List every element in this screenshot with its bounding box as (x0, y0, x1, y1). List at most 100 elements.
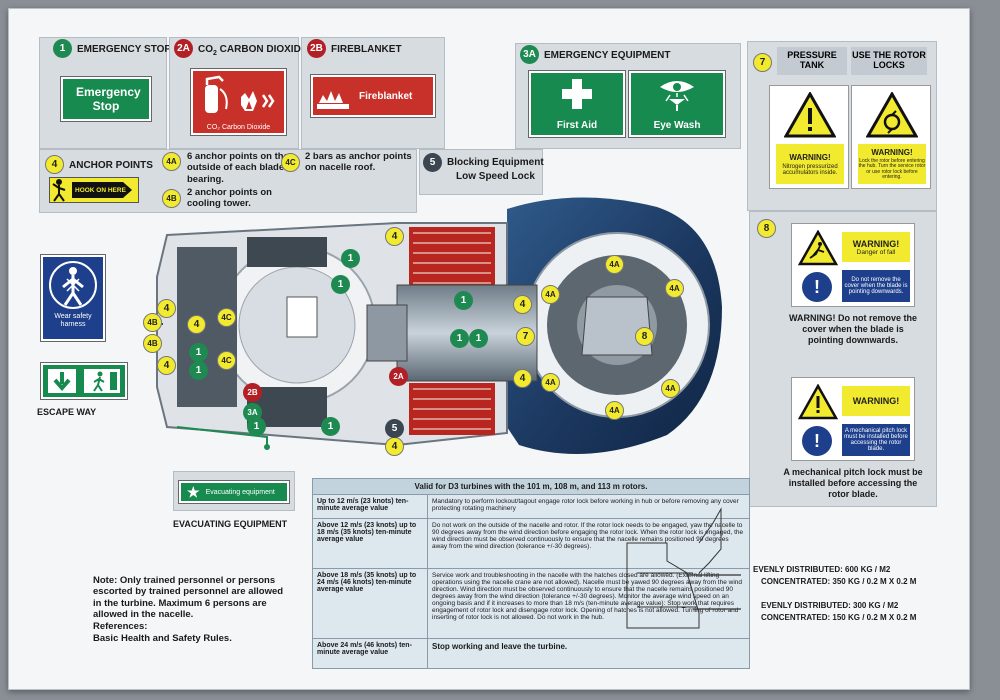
diagram-badge-4: 4 (385, 227, 404, 246)
first-aid-cross-icon (562, 79, 592, 109)
fireblanket-title: FIREBLANKET (331, 44, 402, 55)
table-row: Above 18 m/s (35 knots) up to 24 m/s (46… (312, 568, 750, 639)
diagram-badge-4: 4 (157, 299, 176, 318)
badge-2a: 2A (174, 39, 193, 58)
diagram-badge-4: 4 (513, 295, 532, 314)
load-lower-concentrated: CONCENTRATED: 150 KG / 0.2 M X 0.2 M (761, 613, 917, 622)
anchor-points-title: ANCHOR POINTS (69, 160, 153, 171)
diagram-badge-3a: 3A (243, 403, 262, 422)
badge-8: 8 (757, 219, 776, 238)
eye-wash-icon (660, 81, 694, 111)
climber-icon (52, 179, 66, 202)
badge-4: 4 (45, 155, 64, 174)
badge-1: 1 (53, 39, 72, 58)
table-row: Above 12 m/s (23 knots) up to 18 m/s (35… (312, 518, 750, 569)
harness-icon (62, 267, 84, 306)
pitch-lock-warning-sign: WARNING! ! A mechanical pitch lock must … (791, 377, 915, 461)
rotating-hazard-icon (866, 92, 918, 138)
fireblanket-sign: Fireblanket (310, 74, 436, 118)
eye-wash-sign: Eye Wash (628, 70, 726, 138)
section8-caption-1: WARNING! Do not remove the cover when th… (788, 313, 917, 345)
wind-speed-table: Valid for D3 turbines with the 101 m, 10… (312, 478, 750, 669)
star-icon: ★ (187, 483, 200, 500)
badge-4a: 4A (162, 152, 181, 171)
badge-4c: 4C (281, 153, 300, 172)
load-upper-concentrated: CONCENTRATED: 350 KG / 0.2 M X 0.2 M (761, 577, 917, 586)
diagram-badge-2b: 2B (243, 383, 262, 402)
evacuating-equipment-sign: ★ Evacuating equipment (178, 480, 290, 504)
pitch-lock-warning-title: WARNING! (842, 386, 910, 416)
rotor-locks-warning-label: WARNING! Lock the rotor before entering … (858, 144, 926, 184)
diagram-badge-1: 1 (321, 417, 340, 436)
diagram-badge-1: 1 (341, 249, 360, 268)
escape-way-label: ESCAPE WAY (37, 407, 97, 417)
pressure-tank-warning-label: WARNING! Nitrogen pressurized accumulato… (776, 144, 844, 184)
diagram-badge-7: 7 (516, 327, 535, 346)
fall-warning-sign: WARNING! Danger of fall ! Do not remove … (791, 223, 915, 307)
wind-table-title: Valid for D3 turbines with the 101 m, 10… (312, 478, 750, 495)
diagram-badge-1: 1 (331, 275, 350, 294)
anchor-4b-text: 2 anchor points on cooling tower. (187, 187, 272, 210)
diagram-badge-1: 1 (189, 361, 208, 380)
floor-load-diagram (626, 507, 741, 629)
safety-harness-sign: Wear safety harness (40, 254, 106, 342)
diagram-badge-2a: 2A (389, 367, 408, 386)
safety-poster: 1 EMERGENCY STOP Emergency Stop 2A CO2 C… (8, 8, 970, 690)
mandatory-icon: ! (802, 272, 832, 302)
diagram-badge-5: 5 (385, 419, 404, 438)
emergency-stop-sign: Emergency Stop (60, 76, 152, 122)
diagram-badge-4b: 4B (143, 313, 162, 332)
references-text: Basic Health and Safety Rules. (93, 633, 232, 644)
diagram-badge-4: 4 (157, 356, 176, 375)
pressure-tank-title: PRESSURE TANK (777, 47, 847, 75)
personnel-note: Note: Only trained personnel or persons … (93, 575, 284, 621)
anchor-4c-text: 2 bars as anchor points on nacelle roof. (305, 151, 412, 174)
table-row: Above 24 m/s (46 knots) ten-minute avera… (312, 638, 750, 669)
anchor-4a-text: 6 anchor points on the outside of each b… (187, 151, 289, 185)
diagram-badge-4a: 4A (661, 379, 680, 398)
diagram-badge-8: 8 (635, 327, 654, 346)
diagram-badge-1: 1 (450, 329, 469, 348)
diagram-badge-1: 1 (189, 343, 208, 362)
diagram-badge-4: 4 (385, 437, 404, 456)
diagram-badge-4a: 4A (605, 255, 624, 274)
badge-4b: 4B (162, 189, 181, 208)
fall-hazard-icon (798, 230, 838, 266)
extinguisher-icon (205, 75, 275, 113)
diagram-badge-4a: 4A (541, 373, 560, 392)
emergency-stop-title: EMERGENCY STOP (77, 44, 172, 55)
mandatory-icon: ! (802, 426, 832, 456)
references-title: References: (93, 621, 148, 632)
warning-triangle-icon (784, 92, 836, 138)
escape-way-sign (40, 362, 128, 400)
first-aid-sign: First Aid (528, 70, 626, 138)
badge-2b: 2B (307, 39, 326, 58)
diagram-badge-4a: 4A (605, 401, 624, 420)
hook-on-here-sign: HOOK ON HERE (49, 177, 139, 203)
diagram-badge-4b: 4B (143, 334, 162, 353)
fall-warning-title: WARNING! Danger of fall (842, 232, 910, 262)
fall-warning-label: Do not remove the cover when the blade i… (842, 270, 910, 302)
co2-title: CO2 CARBON DIOXIDE (198, 44, 308, 57)
evacuating-equipment-label: EVACUATING EQUIPMENT (173, 519, 288, 529)
load-upper-distributed: EVENLY DISTRIBUTED: 600 KG / M2 (753, 565, 891, 574)
rotor-locks-title: USE THE ROTOR LOCKS (851, 47, 927, 75)
diagram-badge-4a: 4A (541, 285, 560, 304)
section8-caption-2: A mechanical pitch lock must be installe… (783, 467, 923, 499)
co2-sign-label: CO₂ Carbon Dioxide (193, 124, 284, 131)
rotor-locks-warning: WARNING! Lock the rotor before entering … (851, 85, 931, 189)
badge-5: 5 (423, 153, 442, 172)
diagram-badge-1: 1 (469, 329, 488, 348)
safety-harness-label: Wear safety harness (54, 313, 92, 329)
diagram-badge-4c: 4C (217, 351, 236, 370)
diagram-badge-4: 4 (513, 369, 532, 388)
diagram-badge-4: 4 (187, 315, 206, 334)
warning-triangle-icon (798, 384, 838, 420)
badge-7: 7 (753, 53, 772, 72)
badge-3a: 3A (520, 45, 539, 64)
emergency-equipment-title: EMERGENCY EQUIPMENT (544, 50, 671, 61)
blocking-line-1: Blocking Equipment (447, 157, 544, 168)
diagram-badge-1: 1 (454, 291, 473, 310)
fireblanket-icon (317, 91, 349, 109)
load-lower-distributed: EVENLY DISTRIBUTED: 300 KG / M2 (761, 601, 899, 610)
